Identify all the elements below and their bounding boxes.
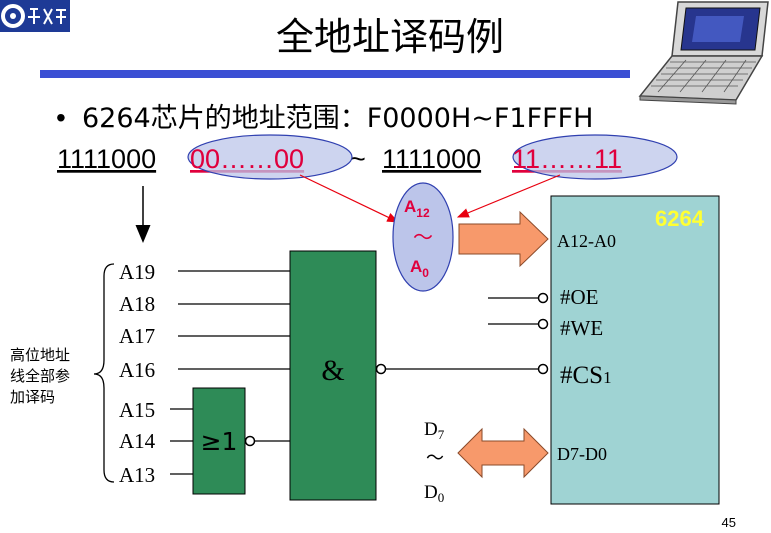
low-address-top: A12 bbox=[404, 197, 430, 220]
we-bubble bbox=[537, 318, 549, 330]
high-bits-ellipse bbox=[512, 134, 678, 180]
binary-high-prefix: 1111000 bbox=[382, 144, 481, 174]
address-bus-arrow bbox=[458, 210, 549, 268]
chip-name: 6264 bbox=[655, 206, 705, 231]
chip-data-pins: D7-D0 bbox=[557, 444, 607, 464]
low-address-bottom: A0 bbox=[410, 257, 429, 280]
addr-label-a18: A18 bbox=[119, 292, 155, 316]
binary-low-prefix: 1111000 bbox=[57, 144, 156, 174]
or-gate-symbol: ≥1 bbox=[201, 427, 238, 456]
and-gate-symbol: & bbox=[321, 354, 344, 387]
brace-label-line-1: 高位地址 bbox=[10, 346, 70, 364]
laptop-icon bbox=[638, 1, 769, 105]
or-gate bbox=[192, 387, 246, 495]
addr-label-a14: A14 bbox=[119, 429, 156, 453]
low-bits-ellipse bbox=[187, 134, 353, 180]
addr-label-a19: A19 bbox=[119, 260, 155, 284]
data-bus-top: D7 bbox=[424, 419, 445, 442]
chip-cs-label: #CS1 bbox=[560, 362, 612, 389]
brace-label-line-3: 加译码 bbox=[10, 388, 55, 406]
binary-high-suffix-overlay: 11……11 bbox=[512, 144, 622, 174]
and-gate bbox=[289, 250, 377, 501]
and-output-bubble bbox=[375, 363, 387, 375]
addr-label-a15: A15 bbox=[119, 398, 155, 422]
chip-oe-label: #OE bbox=[560, 285, 599, 309]
slide-title: 全地址译码例 bbox=[276, 15, 504, 59]
oe-bubble bbox=[537, 292, 549, 304]
address-range-text: 6264芯片的地址范围：F0000H~F1FFFH bbox=[82, 103, 593, 134]
data-bus-tilde: ～ bbox=[426, 448, 444, 469]
red-arrow-left bbox=[299, 174, 400, 223]
low-address-ellipse bbox=[392, 182, 454, 292]
addr-label-a16: A16 bbox=[119, 358, 155, 382]
binary-low-suffix-overlay: 00……00 bbox=[190, 144, 304, 174]
brace-label-line-2: 线全部参 bbox=[10, 367, 70, 385]
data-bus-bottom: D0 bbox=[424, 482, 444, 505]
chip-we-label: #WE bbox=[560, 316, 603, 340]
title-bar bbox=[40, 70, 630, 78]
red-arrow-right bbox=[456, 174, 561, 218]
addr-label-a13: A13 bbox=[119, 463, 155, 487]
data-bus-arrow bbox=[457, 427, 549, 479]
cs-bubble bbox=[537, 363, 549, 375]
low-address-tilde: ～ bbox=[413, 225, 433, 249]
or-output-bubble bbox=[244, 435, 256, 447]
chip-address-pins: A12-A0 bbox=[557, 231, 616, 251]
range-bullet: • bbox=[56, 102, 66, 133]
chip-6264 bbox=[550, 195, 720, 505]
address-group-brace bbox=[93, 263, 115, 483]
page-number: 45 bbox=[722, 515, 736, 530]
addr-label-a17: A17 bbox=[119, 324, 155, 348]
binary-tilde: ~ bbox=[350, 144, 366, 174]
university-logo bbox=[0, 0, 70, 32]
